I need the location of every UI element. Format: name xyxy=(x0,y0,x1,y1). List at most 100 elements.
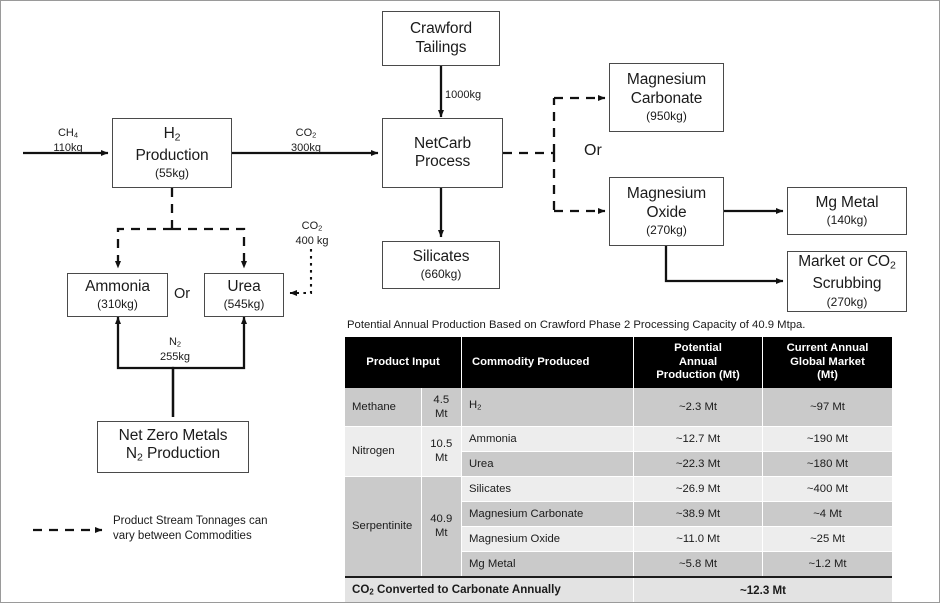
cell-commodity: Magnesium Carbonate xyxy=(461,501,634,527)
flow-label-ch4: CH4 110kg xyxy=(38,127,98,156)
node-market-line1: Market or CO2 xyxy=(798,253,896,272)
cell-commodity: Mg Metal xyxy=(461,551,634,577)
node-magnesium-oxide-line1: Magnesium xyxy=(626,185,707,202)
flow-label-co2-urea-species: CO2 xyxy=(301,220,323,233)
cell-market: ~180 Mt xyxy=(762,451,892,477)
node-magnesium-oxide-line2: Oxide xyxy=(646,203,687,221)
header-market-l2: Global Market xyxy=(790,355,865,368)
flow-label-co2-urea-mass: 400 kg xyxy=(295,235,329,248)
node-netcarb-line2: Process xyxy=(414,153,471,170)
legend-line-1: Product Stream Tonnages can xyxy=(113,515,268,527)
footer-label-text: Converted to Carbonate Annually xyxy=(373,582,561,596)
cell-commodity: Magnesium Oxide xyxy=(461,526,634,552)
node-nzm-line1: Net Zero Metals xyxy=(118,426,228,444)
node-mg-metal[interactable]: Mg Metal (140kg) xyxy=(787,187,907,235)
table-title: Potential Annual Production Based on Cra… xyxy=(347,319,806,331)
header-potential-production: Potential Annual Production (Mt) xyxy=(633,337,763,388)
node-magnesium-carbonate-mass: (950kg) xyxy=(646,109,687,123)
node-silicates[interactable]: Silicates (660kg) xyxy=(382,241,500,289)
cell-market: ~4 Mt xyxy=(762,501,892,527)
cell-market: ~400 Mt xyxy=(762,476,892,502)
table-row: Magnesium Oxide ~11.0 Mt ~25 Mt xyxy=(345,526,892,552)
flow-label-co2-mass: 300kg xyxy=(291,142,321,155)
header-current-global-market: Current Annual Global Market (Mt) xyxy=(762,337,892,388)
node-nzm-line2: N2 Production xyxy=(125,445,221,464)
or-label-magnesium: Or xyxy=(584,142,602,159)
node-netcarb-line1: NetCarb xyxy=(413,134,472,152)
cell-production: ~2.3 Mt xyxy=(633,387,763,427)
node-h2-production[interactable]: H2 Production (55kg) xyxy=(112,118,232,188)
flow-label-co2-netcarb: CO2 300kg xyxy=(275,127,337,156)
node-silicates-mass: (660kg) xyxy=(420,267,462,282)
node-magnesium-carbonate-line2: Carbonate xyxy=(630,89,703,107)
cell-production: ~26.9 Mt xyxy=(633,476,763,502)
node-h2-production-title2: Production xyxy=(135,146,209,164)
node-h2-production-mass: (55kg) xyxy=(154,166,189,181)
flow-label-ch4-mass: 110kg xyxy=(53,142,83,155)
cell-commodity: H2 xyxy=(461,387,634,427)
node-netcarb-process[interactable]: NetCarb Process xyxy=(382,118,503,188)
table-row: Mg Metal ~5.8 Mt ~1.2 Mt xyxy=(345,551,892,577)
table-row: Serpentinite 40.9 Mt Silicates ~26.9 Mt … xyxy=(345,476,892,577)
cell-product-input: Serpentinite xyxy=(345,476,422,577)
flow-label-tailings-mass-text: 1000kg xyxy=(445,89,482,101)
footer-value: ~12.3 Mt xyxy=(633,575,892,602)
table-footer-row: CO2 Converted to Carbonate Annually ~12.… xyxy=(345,575,892,602)
production-table: Product Input Commodity Produced Potenti… xyxy=(345,337,892,602)
cell-market: ~1.2 Mt xyxy=(762,551,892,577)
flow-label-co2-urea: CO2 400 kg xyxy=(282,220,342,249)
flow-label-n2-species: N2 xyxy=(168,336,182,349)
cell-product-qty: 10.5 Mt xyxy=(421,426,463,477)
node-magnesium-carbonate[interactable]: Magnesium Carbonate (950kg) xyxy=(609,63,724,132)
header-potential-l1: Potential xyxy=(674,342,722,354)
node-urea-mass: (545kg) xyxy=(223,297,265,312)
legend-line-2: vary between Commodities xyxy=(113,530,252,542)
node-net-zero-metals-n2-production[interactable]: Net Zero Metals N2 Production xyxy=(97,421,249,473)
cell-product-qty: 40.9 Mt xyxy=(421,476,463,577)
node-ammonia[interactable]: Ammonia (310kg) xyxy=(67,273,168,317)
cell-commodity: Ammonia xyxy=(461,426,634,452)
node-crawford-tailings-line2: Tailings xyxy=(415,38,467,56)
header-market-l1: Current Annual xyxy=(786,342,869,354)
table-header-row: Product Input Commodity Produced Potenti… xyxy=(345,337,892,388)
cell-product-input: Nitrogen xyxy=(345,426,422,477)
cell-product-qty: 4.5 Mt xyxy=(421,387,463,427)
node-crawford-tailings[interactable]: Crawford Tailings xyxy=(382,11,500,66)
node-mg-metal-mass: (140kg) xyxy=(826,213,868,228)
cell-commodity: Silicates xyxy=(461,476,634,502)
node-magnesium-oxide[interactable]: Magnesium Oxide (270kg) xyxy=(609,177,724,246)
header-potential-l3: Production (Mt) xyxy=(656,369,740,381)
cell-production: ~11.0 Mt xyxy=(633,526,763,552)
node-magnesium-carbonate-line1: Magnesium xyxy=(626,71,707,88)
flow-label-tailings-mass: 1000kg xyxy=(445,89,481,103)
cell-production: ~12.7 Mt xyxy=(633,426,763,452)
cell-production: ~5.8 Mt xyxy=(633,551,763,577)
cell-market: ~25 Mt xyxy=(762,526,892,552)
or-label-ammonia-urea: Or xyxy=(174,286,191,302)
flow-label-co2-species: CO2 xyxy=(295,127,317,140)
cell-market: ~97 Mt xyxy=(762,387,892,427)
cell-product-input: Methane xyxy=(345,387,422,427)
cell-production: ~22.3 Mt xyxy=(633,451,763,477)
node-h2-production-title: H2 xyxy=(163,124,181,144)
header-commodity-produced: Commodity Produced xyxy=(461,337,634,388)
node-silicates-title: Silicates xyxy=(412,247,470,265)
node-market-line2: Scrubbing xyxy=(812,275,882,293)
cell-market: ~190 Mt xyxy=(762,426,892,452)
cell-commodity: Urea xyxy=(461,451,634,477)
node-mg-metal-title: Mg Metal xyxy=(815,193,879,211)
header-market-l3: (Mt) xyxy=(817,369,838,381)
header-potential-l2: Annual xyxy=(678,355,718,368)
flow-label-ch4-species: CH4 xyxy=(57,127,79,140)
flow-label-n2: N2 255kg xyxy=(145,336,205,365)
node-urea[interactable]: Urea (545kg) xyxy=(204,273,284,317)
legend-description: Product Stream Tonnages can vary between… xyxy=(113,514,313,544)
node-ammonia-mass: (310kg) xyxy=(97,297,138,312)
node-market-or-co2-scrubbing[interactable]: Market or CO2 Scrubbing (270kg) xyxy=(787,251,907,312)
node-urea-title: Urea xyxy=(227,277,261,295)
table-row: Urea ~22.3 Mt ~180 Mt xyxy=(345,451,892,477)
node-crawford-tailings-line1: Crawford xyxy=(409,20,473,37)
table-row: Nitrogen 10.5 Mt Ammonia ~12.7 Mt ~190 M… xyxy=(345,426,892,477)
